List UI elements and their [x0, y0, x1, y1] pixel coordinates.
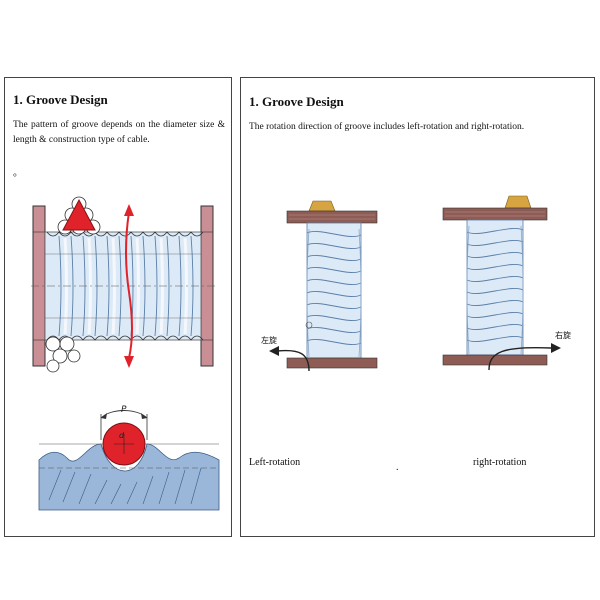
right-title: 1. Groove Design [249, 94, 344, 109]
left-title: 1. Groove Design [13, 92, 108, 107]
right-panel: 1. Groove Design The rotation direction … [240, 77, 595, 537]
left-rotation-caption: Left-rotation [249, 457, 301, 468]
diameter-label: d [119, 431, 125, 440]
right-rotation-drum [442, 195, 561, 371]
bullet-mark: ° [13, 173, 17, 183]
pitch-label: P [121, 405, 127, 415]
red-triangle [62, 198, 96, 231]
rope-stack-bottom [45, 336, 81, 373]
left-drum-grooves [306, 231, 362, 345]
center-dot: . [396, 462, 399, 473]
left-rotation-drum [269, 200, 378, 372]
left-panel: 1. Groove Design The pattern of groove d… [4, 77, 232, 537]
groove-lines [58, 235, 194, 337]
drum-illustration [31, 196, 216, 373]
pitch-illustration: P d [38, 405, 220, 511]
right-drum-label: 右旋 [555, 331, 571, 340]
left-drum-label: 左旋 [261, 336, 277, 345]
groove-base [38, 443, 220, 511]
right-description: The rotation direction of groove include… [249, 122, 525, 132]
right-drum-grooves [466, 228, 524, 342]
red-vertical-arrow [124, 204, 134, 368]
left-description: The pattern of groove depends on the dia… [13, 120, 225, 145]
right-rotation-caption: right-rotation [473, 457, 527, 468]
